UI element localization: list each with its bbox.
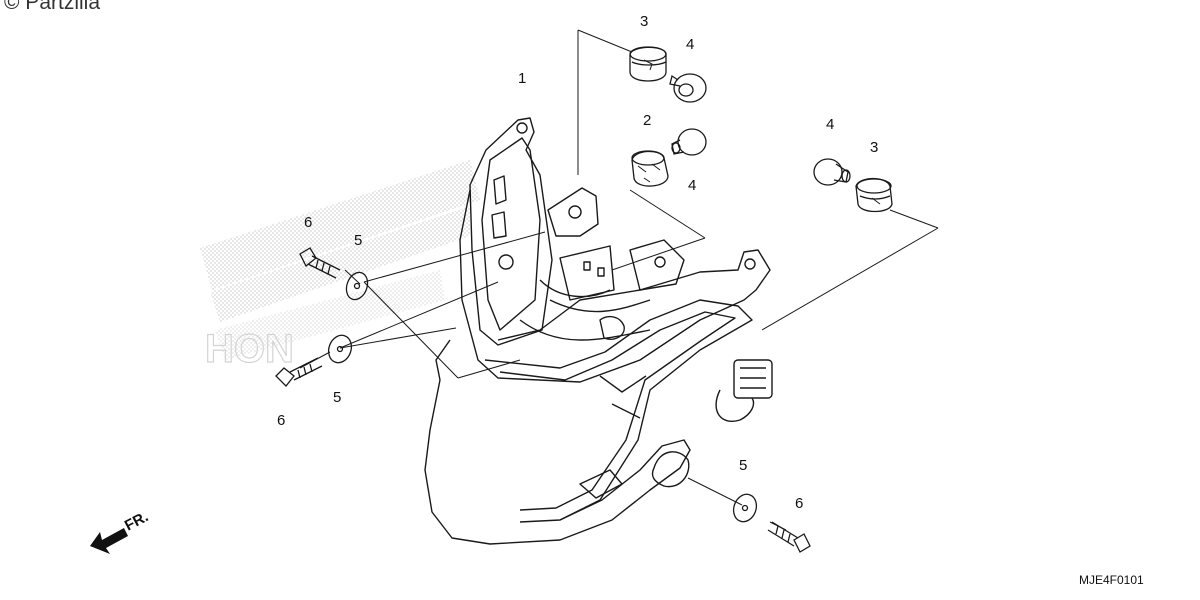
copyright-notice: © Partzilla [4,0,100,14]
callout-3-top: 3 [640,13,648,30]
collar-part-4-top [669,73,707,103]
front-label: FR. [122,508,151,534]
svg-text:HON: HON [205,327,294,371]
bolt-part-6-upper [299,247,341,279]
callout-4-right: 4 [826,116,834,133]
collar-part-4-right [813,158,851,186]
washer-part-5-upper [345,271,369,301]
collar-part-4-middle [671,128,707,156]
background-watermark: HON [200,160,480,372]
leader-lines [299,29,939,531]
callout-4-top: 4 [686,36,694,53]
washer-part-5-bottom [732,493,758,523]
front-direction-arrow: FR. [90,508,151,554]
callout-5-upper: 5 [354,232,362,249]
callout-6-upper: 6 [304,214,312,231]
callout-6-bottom: 6 [795,495,803,512]
diagram-code: MJE4F0101 [1079,573,1144,587]
bolt-part-6-lower [275,357,323,387]
callout-3-right: 3 [870,139,878,156]
grommet-part-3-right [855,177,893,213]
callout-6-lower: 6 [277,412,285,429]
callout-1: 1 [518,70,526,87]
callout-4-middle: 4 [688,177,696,194]
grommet-part-3-top [629,46,667,82]
headlight-assembly [424,117,773,545]
callout-5-bottom: 5 [739,457,747,474]
callout-5-lower: 5 [333,389,341,406]
callout-numbers: 1 2 3 3 4 4 4 5 5 5 6 6 6 [277,13,878,512]
bolt-part-6-bottom [767,521,811,553]
grommet-part-2 [631,150,669,187]
washer-part-5-lower [327,334,353,364]
callout-2: 2 [643,112,651,129]
